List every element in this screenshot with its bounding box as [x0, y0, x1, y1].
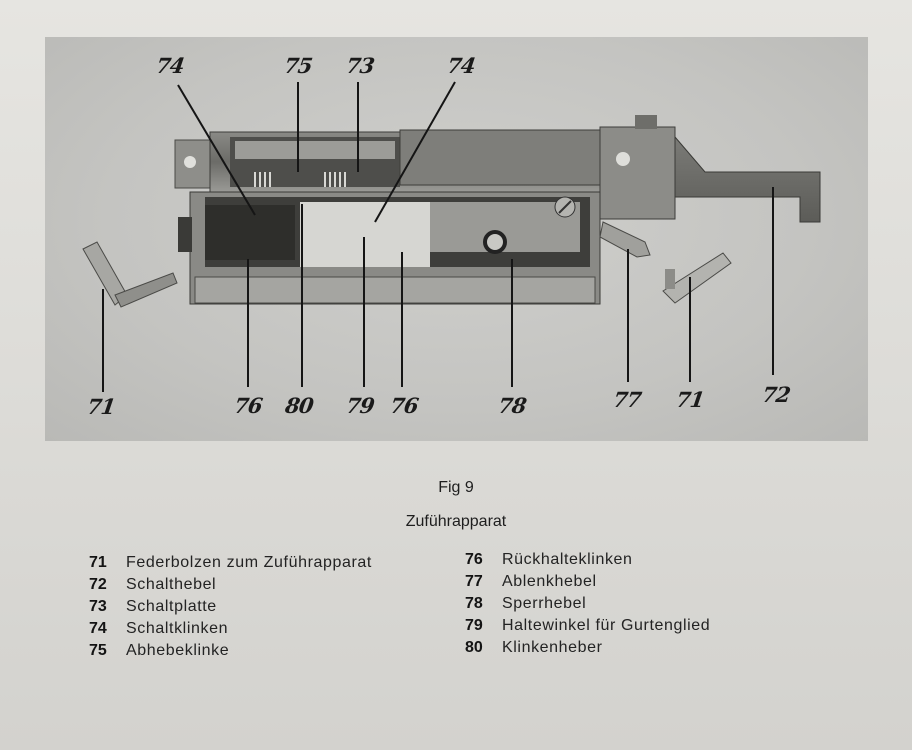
- legend-text: Schaltplatte: [126, 598, 217, 615]
- legend-text: Klinkenheber: [502, 639, 603, 656]
- legend-number: 80: [465, 639, 483, 656]
- callout-80: 80: [283, 393, 315, 418]
- legend-text: Ablenkhebel: [502, 573, 597, 590]
- legend-text: Sperrhebel: [502, 595, 587, 612]
- legend-text: Abhebeklinke: [126, 642, 230, 659]
- legend-item: 79 Haltewinkel für Gurtenglied: [465, 615, 710, 637]
- feeder-mechanism-illustration: [82, 81, 821, 392]
- legend-item: 77 Ablenkhebel: [465, 571, 710, 593]
- legend-number: 73: [89, 598, 107, 615]
- legend-item: 78 Sperrhebel: [465, 593, 710, 615]
- legend-text: Haltewinkel für Gurtenglied: [502, 617, 711, 634]
- callout-76-left: 76: [232, 393, 264, 418]
- legend-text: Federbolzen zum Zuführapparat: [126, 554, 372, 571]
- legend-number: 72: [89, 576, 107, 593]
- legend-item: 73 Schaltplatte: [89, 596, 372, 618]
- legend-text: Rückhalteklinken: [502, 551, 633, 568]
- legend-number: 74: [89, 620, 107, 637]
- legend-item: 76 Rückhalteklinken: [465, 549, 710, 571]
- legend-item: 71 Federbolzen zum Zuführapparat: [89, 552, 372, 574]
- callout-71-left: 71: [85, 394, 117, 419]
- legend-item: 75 Abhebeklinke: [89, 640, 372, 662]
- legend-number: 78: [465, 595, 483, 612]
- callout-79: 79: [344, 393, 376, 418]
- legend-right-column: 76 Rückhalteklinken 77 Ablenkhebel 78 Sp…: [465, 549, 710, 659]
- callout-75: 75: [282, 53, 314, 78]
- legend-number: 71: [89, 554, 107, 571]
- legend-number: 77: [465, 573, 483, 590]
- legend-item: 80 Klinkenheber: [465, 637, 710, 659]
- callout-76-right: 76: [388, 393, 420, 418]
- callout-72: 72: [760, 382, 792, 407]
- figure-number: Fig 9: [438, 479, 474, 496]
- figure-photo: 74 75 73 74 71 76 80 79 76 78 77 71 72: [45, 37, 868, 441]
- callout-78: 78: [496, 393, 528, 418]
- legend-number: 76: [465, 551, 483, 568]
- legend-item: 74 Schaltklinken: [89, 618, 372, 640]
- legend-number: 79: [465, 617, 483, 634]
- legend-item: 72 Schalthebel: [89, 574, 372, 596]
- legend-text: Schaltklinken: [126, 620, 229, 637]
- callout-71-right: 71: [674, 387, 706, 412]
- figure-title: Zuführapparat: [405, 513, 507, 530]
- callout-77: 77: [611, 387, 643, 412]
- legend-text: Schalthebel: [126, 576, 217, 593]
- callout-73: 73: [344, 53, 376, 78]
- legend-number: 75: [89, 642, 107, 659]
- legend-left-column: 71 Federbolzen zum Zuführapparat 72 Scha…: [89, 552, 372, 662]
- callout-74-left: 74: [154, 53, 186, 78]
- callout-74-right: 74: [445, 53, 477, 78]
